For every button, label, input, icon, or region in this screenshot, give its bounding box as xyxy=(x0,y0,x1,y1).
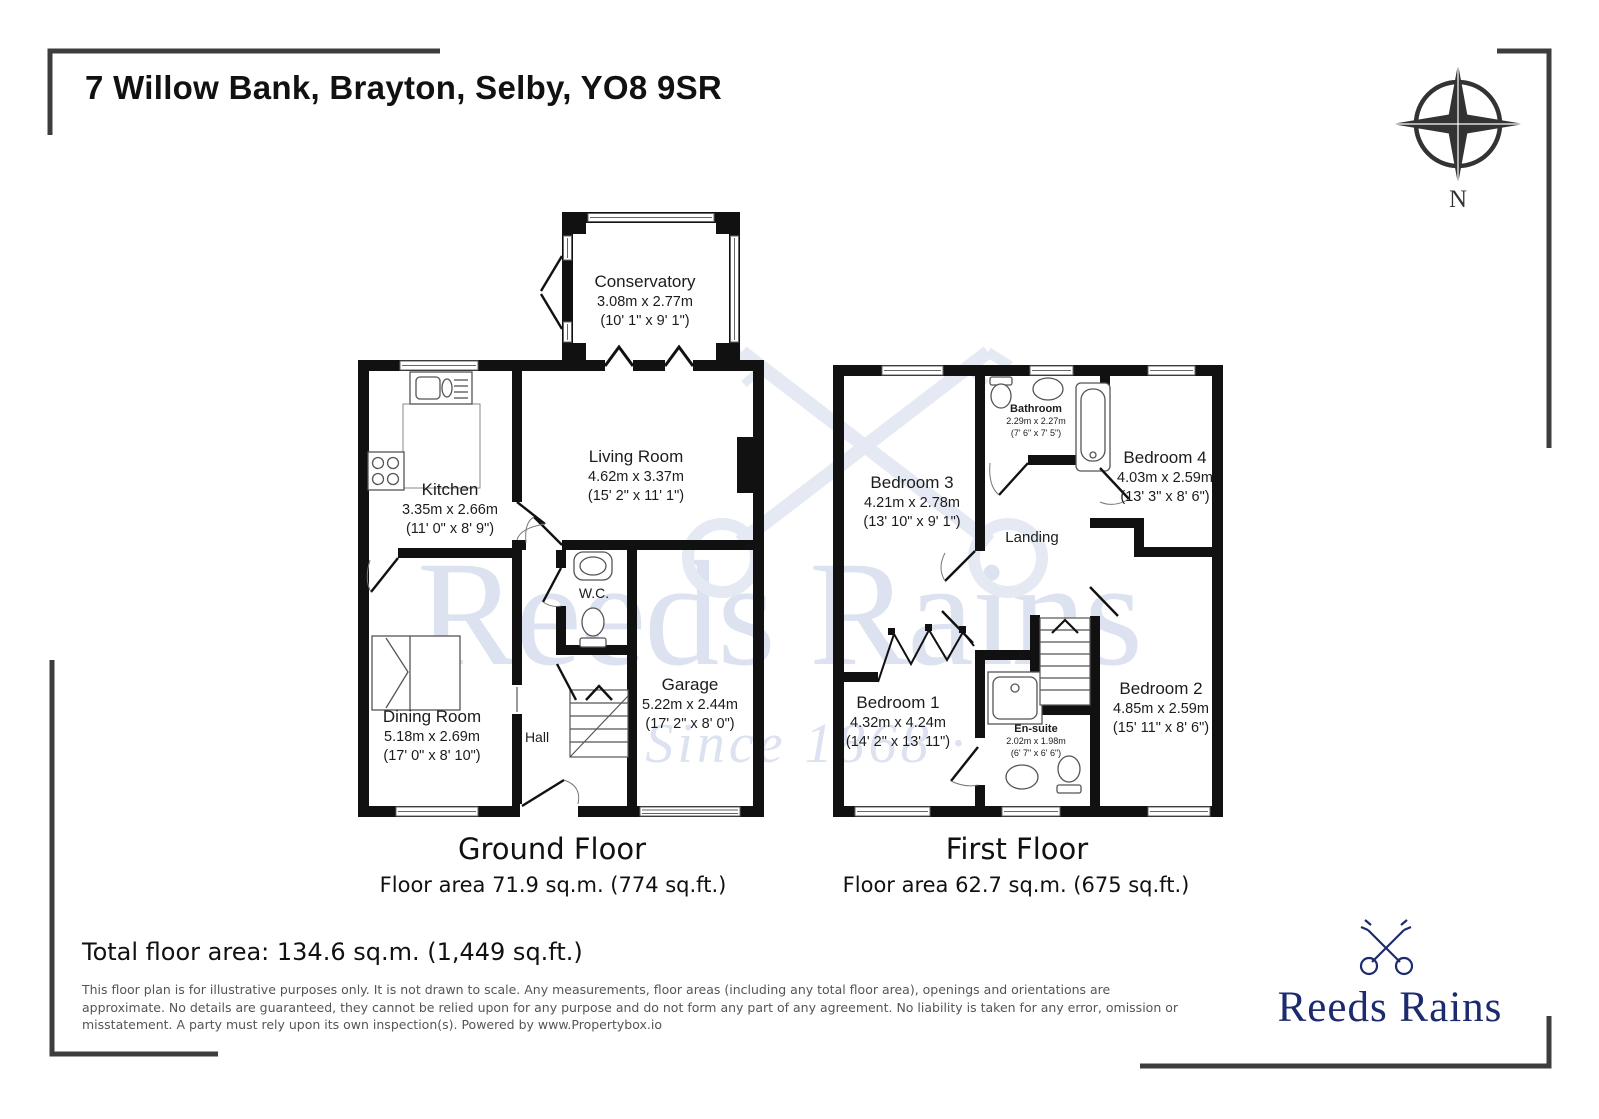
bathroom-fixtures-icon xyxy=(989,376,1111,472)
room-label-conservatory: Conservatory 3.08m x 2.77m (10' 1" x 9' … xyxy=(594,272,696,329)
disclaimer-line-3: misstatement. A party must rely upon its… xyxy=(82,1017,662,1032)
ground-floor-plan xyxy=(358,212,764,819)
room-label-landing: Landing xyxy=(1005,529,1059,546)
room-label-en-suite: En-suite 2.02m x 1.98m (6' 7" x 6' 6") xyxy=(1006,723,1066,758)
room-label-living-room: Living Room 4.62m x 3.37m (15' 2" x 11' … xyxy=(587,447,685,504)
agency-logo: Reeds Rains xyxy=(1277,984,1503,1031)
compass-rose-icon xyxy=(1392,64,1524,184)
total-floor-area: Total floor area: 134.6 sq.m. (1,449 sq.… xyxy=(82,938,583,966)
room-label-bedroom-2: Bedroom 2 4.85m x 2.59m (15' 11" x 8' 6"… xyxy=(1112,679,1210,736)
room-label-dining-room: Dining Room 5.18m x 2.69m (17' 0" x 8' 1… xyxy=(382,707,482,764)
room-label-bathroom: Bathroom 2.29m x 2.27m (7' 6" x 7' 5") xyxy=(1006,403,1066,438)
first-floor-doors xyxy=(941,462,1130,782)
page-title: 7 Willow Bank, Brayton, Selby, YO8 9SR xyxy=(85,69,722,107)
watermark-text: Reeds Rains xyxy=(417,531,1143,697)
disclaimer-line-2: approximate. No details are guaranteed, … xyxy=(82,999,1179,1015)
room-label-bedroom-4: Bedroom 4 4.03m x 2.59m (13' 3" x 8' 6") xyxy=(1117,448,1213,505)
first-floor-area: Floor area 62.7 sq.m. (675 sq.ft.) xyxy=(842,873,1190,897)
ground-floor-stairs xyxy=(569,684,629,758)
watermark-since-text: · Since 1868 · xyxy=(609,713,969,775)
bed-icon xyxy=(371,635,461,711)
room-label-hall: Hall xyxy=(524,729,550,745)
wc-fixtures-icon xyxy=(573,551,613,648)
first-floor-title: First Floor xyxy=(945,832,1089,866)
first-floor-plan xyxy=(833,365,1223,817)
compass-north-label: N xyxy=(1448,186,1468,213)
ground-floor-doors xyxy=(370,255,578,808)
room-label-bedroom-3: Bedroom 3 4.21m x 2.78m (13' 10" x 9' 1"… xyxy=(863,473,961,530)
logo-keys-icon xyxy=(1359,919,1414,976)
bedroom1-zigzag-wall xyxy=(877,624,975,683)
ensuite-fixtures-icon xyxy=(987,671,1082,794)
ground-floor-area: Floor area 71.9 sq.m. (774 sq.ft.) xyxy=(379,873,727,897)
frame-brackets xyxy=(47,48,1552,1069)
disclaimer-line-1: This floor plan is for illustrative purp… xyxy=(82,982,1111,997)
kitchen-fixtures-icon xyxy=(367,371,481,491)
room-label-wc: W.C. xyxy=(578,585,610,601)
room-label-bedroom-1: Bedroom 1 4.32m x 4.24m (14' 2" x 13' 11… xyxy=(845,693,951,750)
room-label-kitchen: Kitchen 3.35m x 2.66m (11' 0" x 8' 9") xyxy=(402,480,498,537)
address-title: 7 Willow Bank, Brayton, Selby, YO8 9SR xyxy=(85,69,723,106)
room-label-garage: Garage 5.22m x 2.44m (17' 2" x 8' 0") xyxy=(642,675,738,732)
disclaimer: This floor plan is for illustrative purp… xyxy=(82,981,1178,1034)
ground-floor-title: Ground Floor xyxy=(457,832,647,866)
first-floor-stairs xyxy=(1039,617,1091,706)
